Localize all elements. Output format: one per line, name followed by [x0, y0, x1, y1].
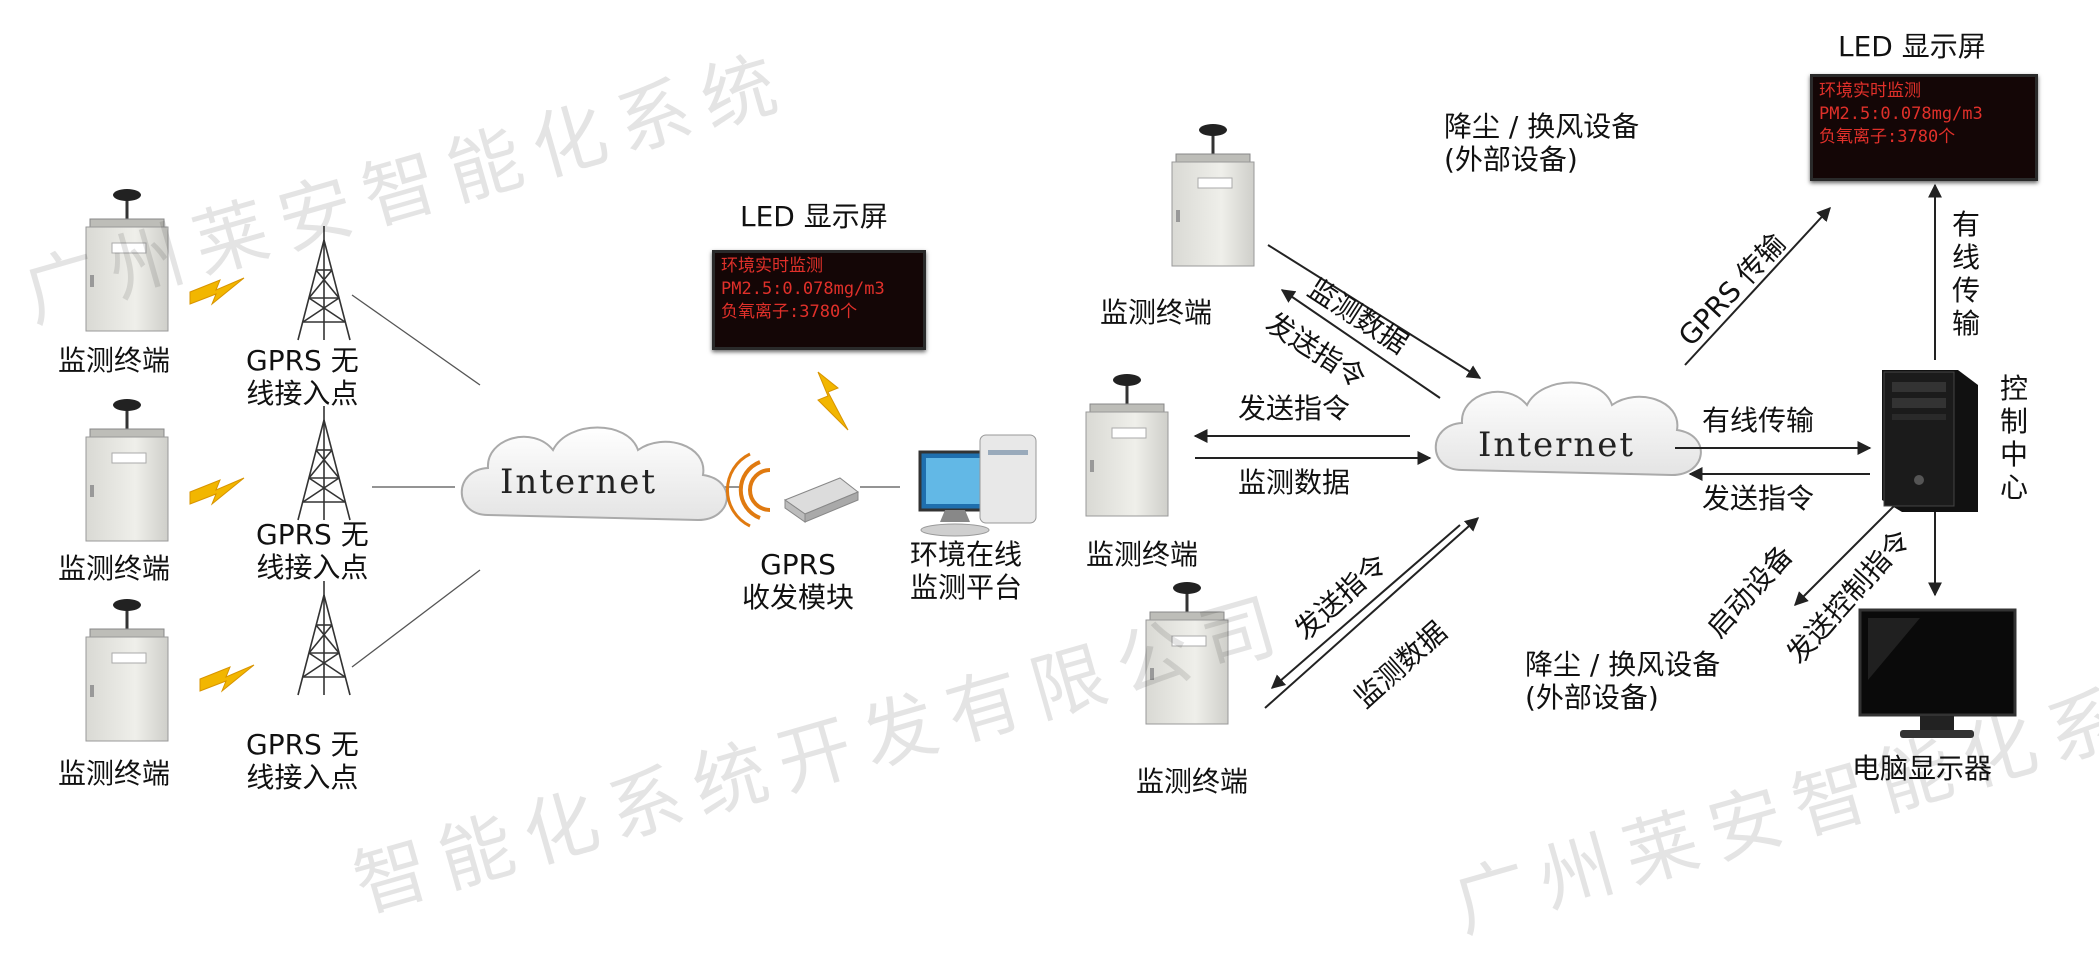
terminal-label: 监测终端 [1136, 765, 1249, 798]
led-line-3: 负氧离子:3780个 [1819, 127, 1956, 147]
monitor-data-label: 监测数据 [1238, 466, 1351, 499]
gprs-tower-icon [297, 580, 351, 696]
terminal-label: 监测终端 [58, 552, 171, 585]
send-command-label: 发送指令 [1702, 482, 1815, 515]
data-arrows [1193, 183, 1942, 709]
terminal-label: 监测终端 [58, 344, 171, 377]
platform-label: 环境在线 监测平台 [910, 538, 1023, 604]
computer-monitor-icon [1858, 608, 2017, 738]
terminal-label: 监测终端 [1100, 296, 1213, 329]
led-title: LED 显示屏 [740, 200, 888, 233]
led-line-3: 负氧离子:3780个 [721, 302, 858, 322]
led-line-1: 环境实时监测 [721, 256, 823, 276]
led-title: LED 显示屏 [1838, 30, 1986, 63]
computer-monitor-label: 电脑显示器 [1852, 752, 1993, 785]
gprs-module-icon [726, 452, 859, 528]
external-device-label: 降尘 / 换风设备 (外部设备) [1444, 110, 1640, 176]
send-command-label: 发送指令 [1238, 392, 1351, 425]
wired-transmission-vertical-label: 有 线 传 输 [1952, 208, 1981, 340]
led-screen-right: 环境实时监测 PM2.5:0.078mg/m3 负氧离子:3780个 [1810, 74, 2038, 181]
right-terminal-top [1170, 122, 1256, 268]
platform-computer-icon [918, 434, 1037, 537]
lightning-icon [817, 371, 849, 431]
lightning-icon [199, 664, 255, 692]
terminal-label: 监测终端 [1086, 538, 1199, 571]
gprs-access-point-label: GPRS 无 线接入点 [246, 728, 359, 794]
internet-label: Internet [500, 462, 658, 502]
lightning-icon [189, 477, 245, 505]
wired-transmission-label: 有线传输 [1702, 404, 1815, 437]
terminal-label: 监测终端 [58, 757, 171, 790]
gprs-access-point-label: GPRS 无 线接入点 [256, 518, 369, 584]
left-terminal-3 [84, 597, 170, 743]
left-terminal-2 [84, 397, 170, 543]
gprs-tower-icon [297, 405, 351, 521]
led-screen-middle: 环境实时监测 PM2.5:0.078mg/m3 负氧离子:3780个 [712, 250, 926, 350]
gprs-module-label: GPRS 收发模块 [742, 548, 855, 614]
gprs-access-point-label: GPRS 无 线接入点 [246, 344, 359, 410]
led-line-2: PM2.5:0.078mg/m3 [721, 279, 885, 299]
network-diagram [84, 122, 2017, 743]
external-device-label: 降尘 / 换风设备 (外部设备) [1525, 648, 1721, 714]
right-terminal-middle [1084, 372, 1170, 518]
control-center-label: 控 制 中 心 [2000, 372, 2029, 504]
led-line-2: PM2.5:0.078mg/m3 [1819, 104, 1983, 124]
control-center-pc-icon [1882, 370, 1978, 512]
internet-label: Internet [1478, 425, 1636, 465]
led-line-1: 环境实时监测 [1819, 81, 1921, 101]
